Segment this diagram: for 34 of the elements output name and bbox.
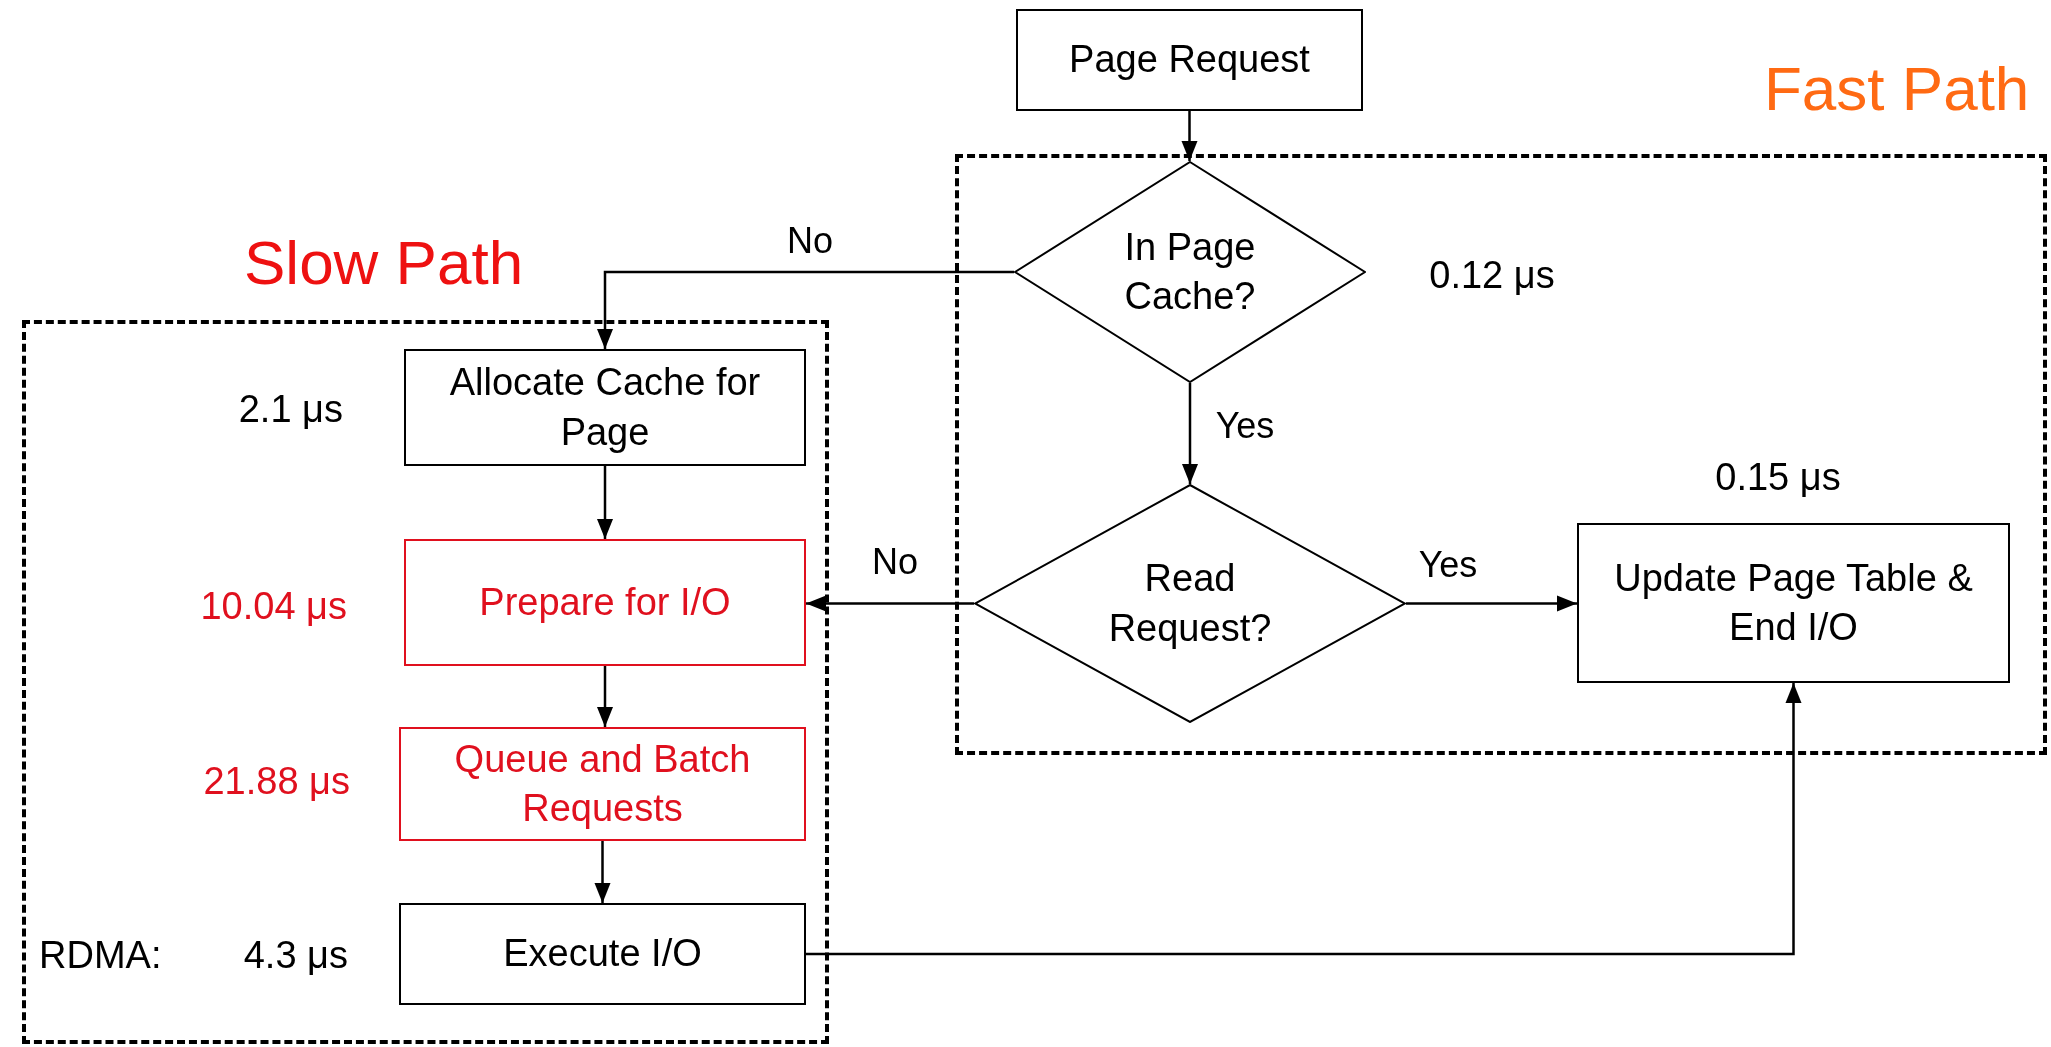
process-box: [1016, 9, 1363, 111]
process-box: [404, 349, 806, 466]
timing-label: 21.88 μs: [203, 762, 350, 800]
arrow: [1406, 595, 1577, 612]
arrow: [597, 466, 613, 539]
arrow: [1182, 383, 1198, 484]
process-text: Update Page Table & End I/O: [1613, 555, 1974, 650]
region-heading: Fast Path: [1764, 58, 2030, 120]
process-text: Allocate Cache for Page: [448, 360, 762, 455]
arrow: [1181, 111, 1198, 161]
decision-text: Read Request?: [1107, 556, 1273, 651]
arrow: [594, 841, 611, 903]
process-text: Prepare for I/O: [479, 579, 731, 625]
process-text: Queue and Batch Requests: [453, 736, 752, 831]
process-text: Execute I/O: [503, 931, 702, 977]
timing-label: 10.04 μs: [200, 587, 347, 625]
decision-text: In Page Cache?: [1123, 224, 1257, 319]
timing-label: 2.1 μs: [238, 390, 343, 428]
arrow: [597, 270, 1014, 349]
arrow: [806, 683, 1802, 956]
timing-label: 0.15 μs: [1715, 458, 1841, 496]
decision-diamond: [1014, 161, 1366, 383]
process-box: [399, 727, 806, 841]
timing-label: 0.12 μs: [1429, 256, 1555, 294]
timing-label: 4.3 μs: [243, 936, 348, 974]
region-heading: Slow Path: [244, 232, 524, 294]
arrow: [597, 666, 613, 727]
process-box: [399, 903, 806, 1005]
process-box: [1577, 523, 2010, 683]
decision-diamond: [974, 484, 1406, 723]
arrow: [806, 595, 974, 612]
process-box: [404, 539, 806, 666]
timing-label: RDMA:: [39, 936, 162, 974]
process-text: Page Request: [1069, 37, 1310, 83]
